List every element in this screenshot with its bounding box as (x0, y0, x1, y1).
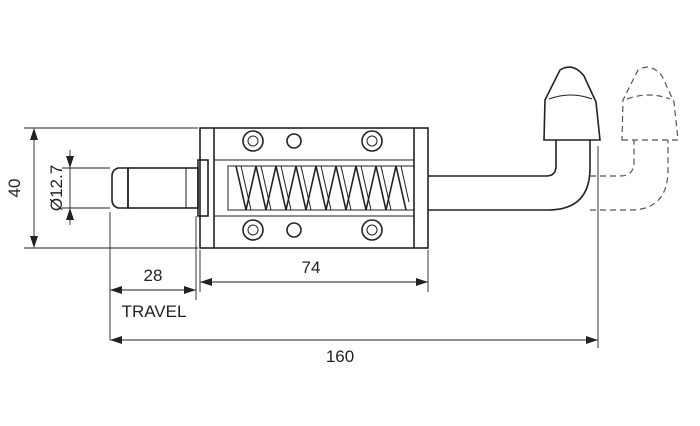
dimension-diameter (62, 150, 110, 225)
dimension-height-label: 40 (5, 179, 24, 198)
handle (428, 66, 601, 211)
center-hole-top (286, 133, 302, 149)
dimension-height (24, 127, 198, 249)
spring (227, 165, 415, 211)
mounting-hole-bottom-right (361, 219, 383, 241)
plunger-pin (111, 159, 209, 217)
dimension-overall-length (110, 146, 599, 348)
dimension-overall-length-label: 160 (326, 347, 354, 366)
dimension-body-length-label: 74 (302, 258, 321, 277)
dimension-travel (109, 212, 197, 340)
dimension-travel-value: 28 (144, 266, 163, 285)
center-hole-bottom (286, 222, 302, 238)
mounting-hole-top-right (361, 130, 383, 152)
housing-body (199, 127, 429, 249)
dimension-body-length (199, 250, 429, 292)
dimension-diameter-label: Ø12.7 (47, 165, 66, 211)
mounting-hole-bottom-left (242, 219, 264, 241)
mounting-hole-top-left (242, 130, 264, 152)
mounting-holes (242, 130, 383, 241)
travel-label: TRAVEL (122, 302, 187, 321)
handle-alternate-position (590, 66, 679, 211)
